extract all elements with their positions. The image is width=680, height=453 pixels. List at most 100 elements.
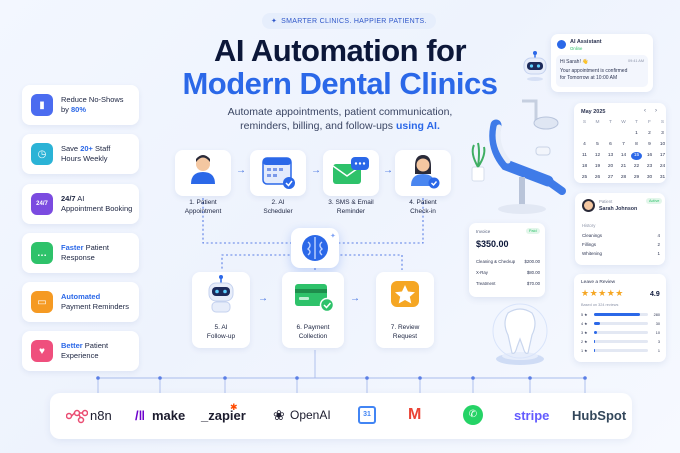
assistant-robot-icon bbox=[523, 51, 547, 81]
calendar-day[interactable]: 14 bbox=[620, 153, 627, 158]
calendar-weekday: M bbox=[595, 120, 600, 125]
arrow-right-icon: → bbox=[383, 165, 393, 176]
make-logo: make bbox=[152, 408, 186, 423]
history-item: Cleanings bbox=[582, 233, 603, 238]
history-item: Fillings bbox=[582, 242, 597, 247]
subtitle-ai: using AI. bbox=[395, 120, 440, 132]
calendar-day[interactable]: 16 bbox=[646, 153, 653, 158]
stripe-logo: stripe bbox=[514, 408, 550, 423]
calendar-day[interactable]: 24 bbox=[659, 164, 666, 169]
brain-icon: ✦ bbox=[302, 232, 336, 261]
rating-bar bbox=[594, 322, 648, 325]
n8n-logo: n8n bbox=[90, 408, 112, 423]
invoice-item: X-Ray bbox=[476, 270, 488, 275]
invoice-total: $350.00 bbox=[476, 239, 509, 249]
ai-brain-hub: ✦ bbox=[291, 228, 339, 268]
subtitle-line1: Automate appointments, patient communica… bbox=[227, 106, 453, 118]
invoice-amount: $200.00 bbox=[524, 259, 540, 264]
calendar-day[interactable]: 27 bbox=[607, 175, 614, 180]
calendar-day[interactable]: 11 bbox=[582, 153, 587, 158]
calendar-day[interactable]: 5 bbox=[596, 142, 599, 147]
calendar-day[interactable]: 15 bbox=[631, 152, 642, 160]
tagline-text: SMARTER CLINICS. HAPPIER PATIENTS. bbox=[281, 17, 427, 25]
calendar-day[interactable]: 26 bbox=[594, 175, 601, 180]
openai-logo: OpenAI bbox=[290, 408, 331, 422]
invoice-item: Cleaning & Checkup bbox=[476, 259, 516, 264]
rating-label: 5 ★ bbox=[581, 313, 588, 317]
calendar-day[interactable]: 8 bbox=[635, 142, 638, 147]
calendar-day[interactable]: 6 bbox=[609, 142, 612, 147]
calendar-day[interactable]: 20 bbox=[607, 164, 614, 169]
whatsapp-logo-icon: ✆ bbox=[463, 405, 483, 425]
rating-bar bbox=[594, 349, 648, 352]
rating-label: 2 ★ bbox=[581, 340, 588, 344]
chevron-left-icon[interactable]: ‹ bbox=[644, 108, 646, 114]
rating-row: 4 ★30 bbox=[581, 321, 661, 327]
patient-checkin-icon bbox=[411, 155, 440, 189]
workflow-step-patient-appointment bbox=[175, 150, 231, 196]
invoice-row: Treatment$70.00 bbox=[476, 281, 540, 286]
calendar-day[interactable]: 21 bbox=[620, 164, 627, 169]
workflow-step-sms-email bbox=[323, 150, 379, 196]
calendar-day[interactable]: 9 bbox=[648, 142, 651, 147]
calendar-day[interactable]: 12 bbox=[594, 153, 601, 158]
gmail-logo: M bbox=[408, 406, 422, 423]
star-review-icon bbox=[391, 281, 419, 307]
patient-avatar bbox=[582, 199, 595, 212]
calendar-day[interactable]: 28 bbox=[620, 175, 627, 180]
zapier-logo: _zapier bbox=[201, 408, 246, 423]
calendar-month: May 2025 bbox=[581, 109, 606, 115]
calendar-day[interactable]: 1 bbox=[635, 131, 638, 136]
calendar-day[interactable]: 31 bbox=[659, 175, 666, 180]
review-rating: 4.9 bbox=[650, 291, 660, 298]
rating-bar-fill bbox=[594, 331, 597, 334]
calendar-day[interactable]: 17 bbox=[659, 153, 666, 158]
calendar-empty bbox=[618, 130, 629, 138]
rating-count: 10 bbox=[655, 330, 660, 335]
calendar-weekday: W bbox=[621, 120, 626, 125]
calendar-day[interactable]: 4 bbox=[583, 142, 586, 147]
rating-row: 3 ★10 bbox=[581, 330, 661, 336]
calendar-day[interactable]: 30 bbox=[646, 175, 653, 180]
chevron-right-icon[interactable]: › bbox=[655, 108, 657, 114]
assistant-msg-line1: Your appointment is confirmed bbox=[560, 68, 628, 74]
calendar-day[interactable]: 18 bbox=[581, 164, 588, 169]
rating-bar-fill bbox=[594, 322, 601, 325]
calendar-empty bbox=[592, 130, 603, 138]
calendar-day[interactable]: 22 bbox=[633, 164, 640, 169]
calendar-day[interactable]: 19 bbox=[594, 164, 601, 169]
calendar-day[interactable]: 29 bbox=[633, 175, 640, 180]
hubspot-logo: HubSpot bbox=[572, 408, 627, 423]
invoice-row: X-Ray$80.00 bbox=[476, 270, 540, 275]
calendar-day[interactable]: 10 bbox=[659, 142, 666, 147]
calendar-day[interactable]: 3 bbox=[661, 131, 664, 136]
rating-label: 4 ★ bbox=[581, 322, 588, 326]
tooth-illustration bbox=[492, 303, 548, 365]
arrow-right-icon: → bbox=[236, 165, 246, 176]
page-title-line1: AI Automation for bbox=[213, 33, 467, 68]
history-count: 1 bbox=[657, 251, 660, 256]
calendar-day[interactable]: 23 bbox=[646, 164, 653, 169]
calendar-day[interactable]: 7 bbox=[622, 142, 625, 147]
review-title: Leave a Review bbox=[581, 280, 616, 285]
page-title-line2: Modern Dental Clinics bbox=[182, 66, 498, 101]
arrow-right-icon: → bbox=[350, 293, 360, 304]
invoice-row: Cleaning & Checkup $200.00 bbox=[476, 259, 540, 264]
calendar-day[interactable]: 2 bbox=[648, 131, 651, 136]
calendar-day[interactable]: 25 bbox=[581, 175, 588, 180]
sparkle-icon: ✦ bbox=[271, 18, 278, 25]
calendar-day[interactable]: 13 bbox=[607, 153, 614, 158]
